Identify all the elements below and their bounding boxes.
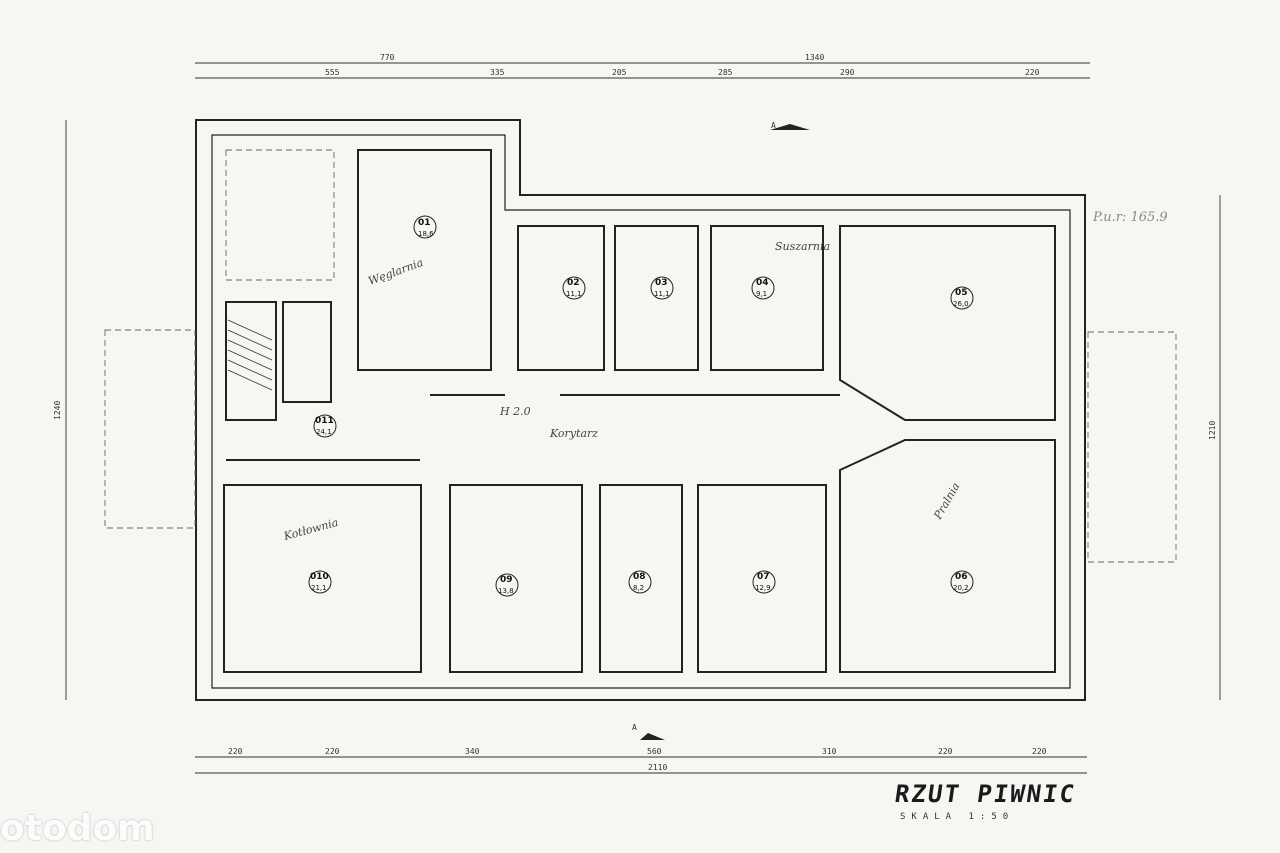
dim-top-5: 290 — [840, 68, 855, 77]
room-07-area: 12,9 — [755, 584, 771, 592]
watermark-logo: otodom — [0, 808, 155, 849]
dim-bottom-7: 220 — [1032, 747, 1047, 756]
room-010-area: 21,1 — [311, 584, 327, 592]
dimension-lines — [65, 62, 1221, 774]
dim-left: 1240 — [53, 401, 62, 420]
section-marks — [640, 124, 810, 740]
room-010-number: 010 — [310, 572, 329, 582]
room-08-area: 8,2 — [633, 584, 644, 592]
room-07-number: 07 — [757, 572, 770, 582]
label-h: H 2.0 — [499, 405, 531, 418]
dashed-outlines — [104, 149, 1177, 563]
room-02-number: 02 — [567, 278, 580, 288]
dim-top-total-1: 770 — [380, 53, 395, 62]
room-05-area: 26,0 — [953, 300, 969, 308]
section-mark-top: A — [771, 121, 776, 130]
dim-top-total-2: 1340 — [805, 53, 824, 62]
room-05-number: 05 — [955, 288, 968, 298]
dim-bottom-1: 220 — [228, 747, 243, 756]
area-note: P.u.r: 165.9 — [1093, 210, 1168, 225]
room-04-number: 04 — [756, 278, 769, 288]
label-suszarnia: Suszarnia — [775, 240, 830, 253]
label-weglarnia: Węglarnia — [367, 256, 425, 288]
dim-bottom-2: 220 — [325, 747, 340, 756]
dim-bottom-3: 340 — [465, 747, 480, 756]
dimension-texts: 770 1340 555 335 205 285 290 220 220 220… — [53, 53, 1217, 772]
room-011-number: 011 — [315, 416, 334, 426]
room-08-number: 08 — [633, 572, 646, 582]
dim-bottom-4: 560 — [647, 747, 662, 756]
dim-bottom-total: 2110 — [648, 763, 667, 772]
drawing-title: RZUT PIWNIC — [893, 780, 1078, 808]
room-01-number: 01 — [418, 218, 431, 228]
dim-top-4: 285 — [718, 68, 733, 77]
section-mark-bottom: A — [632, 723, 637, 732]
room-markers — [308, 215, 974, 597]
label-pralnia: Pralnia — [931, 480, 963, 522]
room-04-area: 9,1 — [756, 290, 767, 298]
room-06-number: 06 — [955, 572, 968, 582]
label-kotlownia: Kotłownia — [281, 516, 339, 543]
stair-hatch — [227, 319, 273, 391]
walls — [195, 119, 1086, 701]
room-011-area: 24,1 — [316, 428, 332, 436]
room-02-area: 11,1 — [566, 290, 582, 298]
room-labels: 01 18,6 02 11,1 03 11,1 04 9,1 05 26,0 0… — [310, 218, 969, 595]
dim-top-3: 205 — [612, 68, 627, 77]
room-03-area: 11,1 — [654, 290, 670, 298]
drawing-scale: SKALA 1:50 — [900, 812, 1015, 822]
label-korytarz: Korytarz — [549, 427, 598, 440]
dim-bottom-6: 220 — [938, 747, 953, 756]
dim-bottom-5: 310 — [822, 747, 837, 756]
dim-top-2: 335 — [490, 68, 505, 77]
dim-top-1: 555 — [325, 68, 340, 77]
room-01-area: 18,6 — [418, 230, 434, 238]
dim-right: 1210 — [1208, 421, 1217, 440]
room-06-area: 20,2 — [953, 584, 969, 592]
room-09-number: 09 — [500, 575, 513, 585]
dim-top-6: 220 — [1025, 68, 1040, 77]
room-03-number: 03 — [655, 278, 668, 288]
room-09-area: 13,8 — [498, 587, 514, 595]
